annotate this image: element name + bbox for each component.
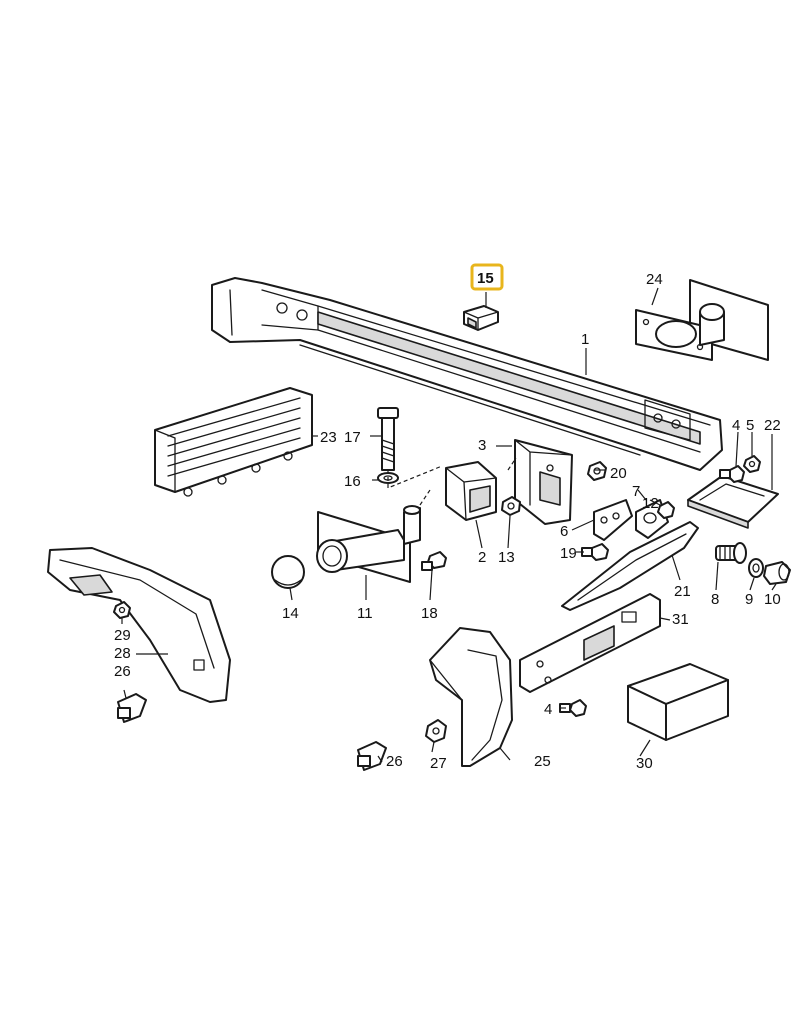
- bumper-carrier[interactable]: [211, 277, 723, 471]
- bushing-8[interactable]: [715, 542, 747, 564]
- label-22[interactable]: 22: [764, 417, 781, 434]
- label-2[interactable]: 2: [478, 549, 486, 566]
- nut-29[interactable]: [113, 601, 131, 619]
- clip-26-bottom[interactable]: [357, 741, 387, 771]
- label-26-bottom[interactable]: 26: [386, 753, 403, 770]
- label-3[interactable]: 3: [478, 437, 486, 454]
- bracket-3[interactable]: [514, 439, 573, 525]
- leader-lines: [121, 287, 777, 763]
- label-20[interactable]: 20: [610, 465, 627, 482]
- clamp-6[interactable]: [593, 499, 633, 541]
- label-19[interactable]: 19: [560, 545, 577, 562]
- label-28[interactable]: 28: [114, 645, 131, 662]
- label-30[interactable]: 30: [636, 755, 653, 772]
- label-11[interactable]: 11: [357, 605, 373, 622]
- label-12[interactable]: 12: [642, 495, 659, 512]
- label-1[interactable]: 1: [581, 331, 589, 348]
- label-4-bottom[interactable]: 4: [544, 701, 552, 718]
- label-18[interactable]: 18: [421, 605, 438, 622]
- bolt-17[interactable]: [377, 407, 399, 471]
- plate-31[interactable]: [519, 593, 661, 693]
- highlight-box-15: [470, 263, 504, 291]
- label-9[interactable]: 9: [745, 591, 753, 608]
- label-27[interactable]: 27: [430, 755, 447, 772]
- nut-27[interactable]: [425, 719, 447, 743]
- label-8[interactable]: 8: [711, 591, 719, 608]
- moulding-25[interactable]: [429, 627, 513, 767]
- box-30[interactable]: [627, 663, 729, 741]
- screw-4-top[interactable]: [719, 465, 745, 483]
- corner-28[interactable]: [47, 547, 231, 703]
- label-15[interactable]: 15: [477, 270, 494, 287]
- label-26-left[interactable]: 26: [114, 663, 131, 680]
- label-21[interactable]: 21: [674, 583, 691, 600]
- part-labels: 1 15 24 23 17 16 3 20 2 13 14 11 18 19 6…: [114, 263, 781, 772]
- label-13[interactable]: 13: [498, 549, 515, 566]
- cap-10[interactable]: [763, 561, 791, 585]
- label-5[interactable]: 5: [746, 417, 754, 434]
- trim-strip-21[interactable]: [561, 521, 699, 611]
- label-24[interactable]: 24: [646, 271, 663, 288]
- screw-19[interactable]: [581, 543, 609, 561]
- washer-9[interactable]: [748, 558, 764, 578]
- label-16[interactable]: 16: [344, 473, 361, 490]
- assembly-lines: [387, 457, 517, 506]
- screw-18[interactable]: [421, 551, 447, 571]
- label-4-top[interactable]: 4: [732, 417, 740, 434]
- label-6[interactable]: 6: [560, 523, 568, 540]
- nut-5[interactable]: [743, 455, 761, 473]
- bracket-plate-24[interactable]: [635, 279, 769, 361]
- clip-26-left[interactable]: [117, 693, 147, 723]
- label-23[interactable]: 23: [320, 429, 337, 446]
- mount-bracket-2[interactable]: [445, 461, 497, 521]
- cover-22[interactable]: [687, 475, 779, 529]
- label-10[interactable]: 10: [764, 591, 781, 608]
- tube-plate-11[interactable]: [316, 505, 421, 583]
- label-31[interactable]: 31: [672, 611, 689, 628]
- plug-14[interactable]: [271, 555, 305, 589]
- grille-23[interactable]: [154, 387, 313, 497]
- nut-13[interactable]: [501, 496, 521, 516]
- nut-20[interactable]: [587, 461, 607, 481]
- label-17[interactable]: 17: [344, 429, 361, 446]
- clip-15[interactable]: [463, 305, 499, 331]
- label-25[interactable]: 25: [534, 753, 551, 770]
- label-14[interactable]: 14: [282, 605, 299, 622]
- label-7[interactable]: 7: [632, 483, 640, 500]
- label-29[interactable]: 29: [114, 627, 131, 644]
